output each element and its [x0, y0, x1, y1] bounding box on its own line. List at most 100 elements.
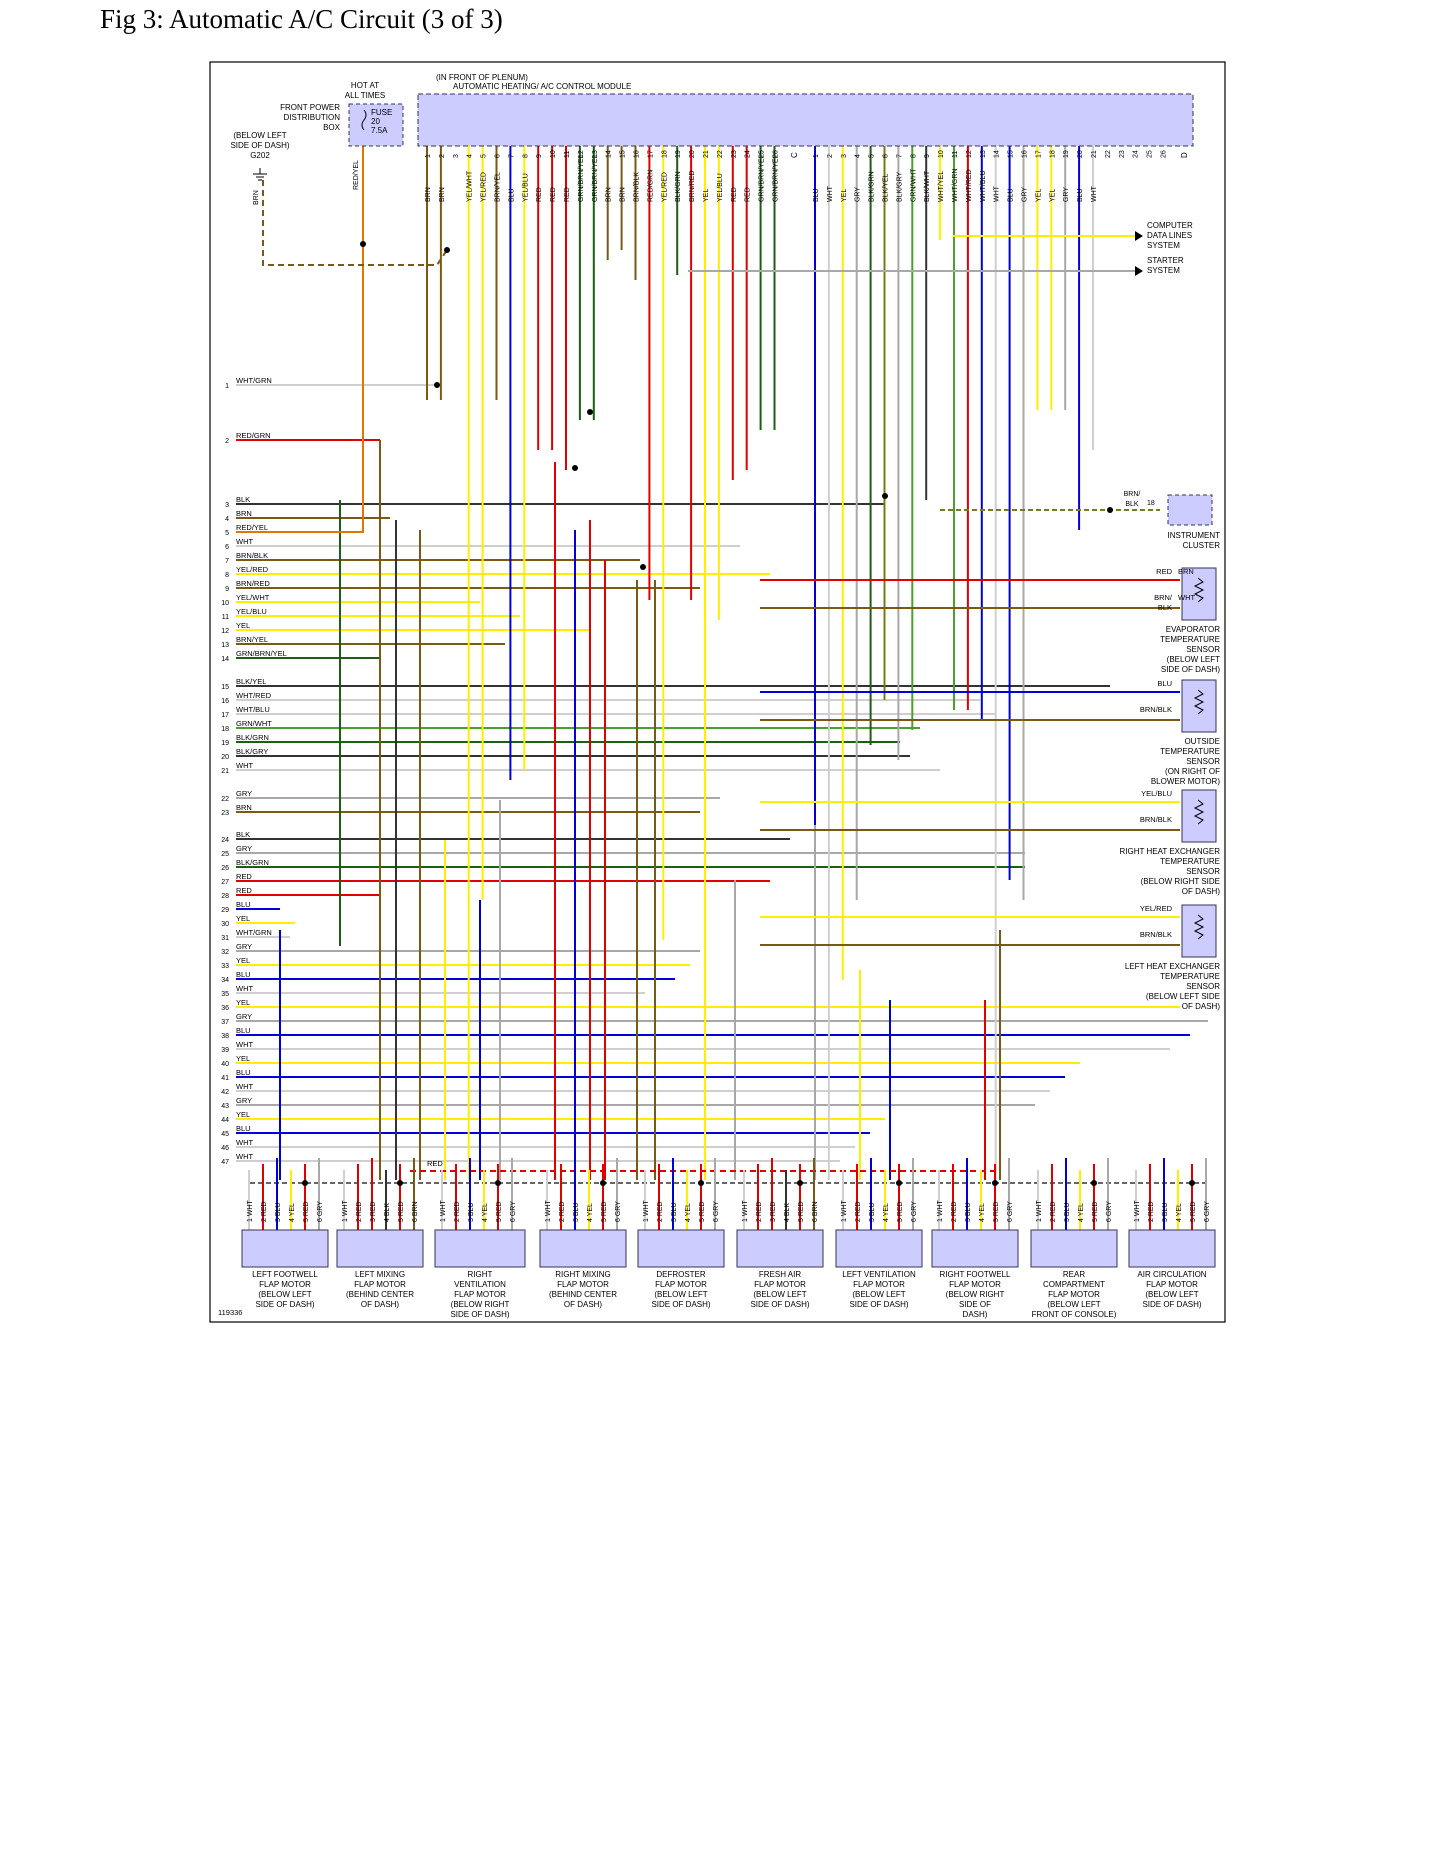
- module-pin-number: 4: [855, 154, 862, 158]
- row-wire-label: BLU: [236, 900, 251, 909]
- motor-pin-label: 1 WHT: [342, 1200, 349, 1223]
- row-wire-label: BLU: [236, 970, 251, 979]
- motor-pin-label: 3 BLU: [671, 1203, 678, 1222]
- motor-pin-label: 2 RED: [1148, 1201, 1155, 1222]
- row-number: 12: [221, 628, 229, 635]
- label-line: (BELOW LEFT: [1167, 655, 1220, 664]
- motor-pin-label: 2 RED: [559, 1201, 566, 1222]
- module-pin-wire: GRY: [1022, 187, 1029, 202]
- module-pin-wire: BRN: [439, 187, 446, 202]
- module-pin-number: 22: [1105, 150, 1112, 158]
- motor-pin-label: 3 BLU: [965, 1203, 972, 1222]
- motor-pin-label: 1 WHT: [545, 1200, 552, 1223]
- flap-motor-box: [736, 1229, 824, 1268]
- module-pin-number: 8: [522, 154, 529, 158]
- module-pin-number: 13: [592, 150, 599, 158]
- module-pin-number: 26: [1161, 150, 1168, 158]
- row-wire-label: YEL/RED: [236, 565, 269, 574]
- row-number: 7: [225, 558, 229, 565]
- label-line: TEMPERATURE: [1160, 635, 1220, 644]
- row-number: 1: [225, 383, 229, 390]
- motor-pin-label: 6 GRY: [1204, 1201, 1211, 1222]
- splice-dot: [882, 493, 888, 499]
- sensor-wire-label: RED: [1156, 567, 1172, 576]
- ground-wire: [262, 180, 448, 266]
- label-line: FLAP MOTOR: [754, 1280, 806, 1289]
- module-pin-number: 4: [467, 154, 474, 158]
- splice-dot: [600, 1180, 606, 1186]
- flap-motor-box: [336, 1229, 424, 1268]
- splice-dot: [640, 564, 646, 570]
- sensor-wire-label: BRN/BLK: [1140, 705, 1172, 714]
- splice-dot: [302, 1180, 308, 1186]
- row-number: 45: [221, 1131, 229, 1138]
- label-line: LEFT FOOTWELL: [252, 1270, 318, 1279]
- module-pin-number: 9: [924, 154, 931, 158]
- splice-dot: [797, 1180, 803, 1186]
- module-pin-number: 5: [869, 154, 876, 158]
- sensor-wire-label: BRN: [1178, 567, 1194, 576]
- label-line: SIDE OF: [959, 1300, 991, 1309]
- row-wire-label: BRN: [236, 509, 252, 518]
- module-pin-wire: BRN: [425, 187, 432, 202]
- motor-pin-label: 4 YEL: [883, 1203, 890, 1222]
- thermistor-icon: [1193, 689, 1205, 715]
- label-line: BOX: [323, 123, 341, 132]
- row-wire-label: YEL: [236, 621, 250, 630]
- row-wire-label: BLU: [236, 1124, 251, 1133]
- module-pin-wire: WHT: [827, 185, 834, 202]
- row-wire-label: WHT/RED: [236, 691, 272, 700]
- row-number: 34: [221, 977, 229, 984]
- row-number: 35: [221, 991, 229, 998]
- row-wire-label: GRY: [236, 942, 252, 951]
- label-line: DASH): [963, 1310, 988, 1319]
- motor-pin-label: 1 WHT: [841, 1200, 848, 1223]
- label-line: FUSE: [371, 108, 392, 117]
- sensor-wire-label: BLU: [1157, 679, 1172, 688]
- flap-motor-box: [1030, 1229, 1118, 1268]
- row-number: 38: [221, 1033, 229, 1040]
- label-line: FLAP MOTOR: [354, 1280, 406, 1289]
- motor-pin-label: 2 RED: [657, 1201, 664, 1222]
- sensor-wire-label: YEL/RED: [1140, 904, 1173, 913]
- label-line: RIGHT FOOTWELL: [940, 1270, 1012, 1279]
- row-number: 14: [221, 656, 229, 663]
- label-line: OF DASH): [564, 1300, 603, 1309]
- row-wire-label: BRN/YEL: [236, 635, 268, 644]
- motor-pin-label: 1 WHT: [742, 1200, 749, 1223]
- motor-pin-label: 4 YEL: [979, 1203, 986, 1222]
- splice-dot: [992, 1180, 998, 1186]
- module-pin-wire: BLU: [1077, 188, 1084, 202]
- connector-d: D: [1180, 152, 1189, 158]
- splice-dot: [587, 409, 593, 415]
- label-line: 7.5A: [371, 126, 388, 135]
- label-line: FLAP MOTOR: [259, 1280, 311, 1289]
- label-line: LEFT MIXING: [355, 1270, 405, 1279]
- label-line: SENSOR: [1186, 757, 1220, 766]
- row-number: 16: [221, 698, 229, 705]
- label-line: (BELOW LEFT: [654, 1290, 707, 1299]
- motor-pin-label: 5 RED: [398, 1201, 405, 1222]
- row-number: 11: [222, 614, 229, 621]
- module-pin-number: 18: [661, 150, 668, 158]
- ground-wire-label: BRN: [253, 190, 260, 205]
- fuse-icon: [361, 109, 367, 131]
- row-number: 46: [221, 1145, 229, 1152]
- label-line: SIDE OF DASH): [230, 141, 289, 150]
- module-pin-number: 15: [620, 150, 627, 158]
- splice-dot: [1189, 1180, 1195, 1186]
- row-wire-label: WHT: [236, 1152, 253, 1161]
- label-line: INSTRUMENT: [1168, 531, 1221, 540]
- row-number: 3: [225, 502, 229, 509]
- row-number: 20: [221, 754, 229, 761]
- module-pin-number: 23: [731, 150, 738, 158]
- flap-motor-box: [637, 1229, 725, 1268]
- module-pin-number: 24: [745, 150, 752, 158]
- module-pin-number: 15: [1008, 150, 1015, 158]
- row-number: 31: [221, 935, 229, 942]
